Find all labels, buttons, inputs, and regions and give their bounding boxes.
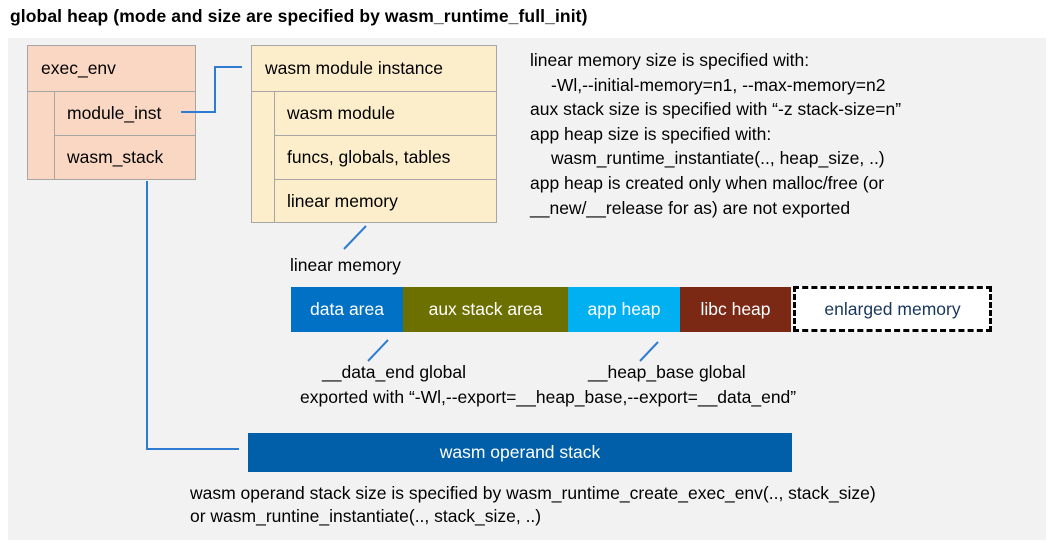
page-title: global heap (mode and size are specified…	[10, 6, 588, 26]
memory-size-notes: linear memory size is specified with: -W…	[530, 48, 1040, 220]
notes-line: or wasm_runtine_instantiate(.., stack_si…	[190, 505, 542, 526]
linear-memory-label: linear memory	[290, 255, 401, 275]
exec-env-rows: module_inst wasm_stack	[54, 92, 195, 179]
exec-env-box: exec_env module_inst wasm_stack	[27, 45, 196, 180]
data-end-global-label: __data_end global	[322, 362, 467, 382]
wasm-operand-stack-bar: wasm operand stack	[248, 433, 792, 472]
notes-line: __new/__release for as) are not exported	[530, 197, 851, 218]
notes-line: wasm operand stack size is specified by …	[190, 483, 876, 503]
notes-line: linear memory size is specified with:	[530, 50, 810, 70]
notes-line: -Wl,--initial-memory=n1, --max-memory=n2	[551, 74, 886, 95]
operand-stack-notes: wasm operand stack size is specified by …	[190, 482, 876, 527]
mem-segment-libc-heap: libc heap	[680, 287, 791, 332]
module-instance-row-wasm-module: wasm module	[275, 92, 496, 136]
exec-env-header: exec_env	[28, 46, 195, 92]
module-instance-box: wasm module instance wasm module funcs, …	[251, 45, 497, 223]
mem-segment-aux-stack-area: aux stack area	[403, 287, 568, 332]
exec-env-row-wasm-stack: wasm_stack	[67, 147, 164, 168]
mem-segment-app-heap: app heap	[568, 287, 680, 332]
module-instance-row-funcs-globals-tables: funcs, globals, tables	[275, 136, 496, 180]
heap-base-global-label: __heap_base global	[588, 362, 746, 382]
notes-line: app heap size is specified with:	[530, 123, 772, 144]
notes-line: aux stack size is specified with “-z sta…	[530, 99, 902, 120]
module-instance-row-linear-memory: linear memory	[287, 191, 398, 211]
notes-line: wasm_runtime_instantiate(.., heap_size, …	[551, 148, 885, 169]
mem-segment-enlarged-memory: enlarged memory	[793, 286, 992, 332]
exec-env-row-module-inst: module_inst	[55, 92, 195, 137]
module-instance-rows: wasm module funcs, globals, tables linea…	[274, 92, 496, 222]
mem-segment-data-area: data area	[291, 287, 403, 332]
module-instance-header: wasm module instance	[252, 46, 496, 92]
notes-line: app heap is created only when malloc/fre…	[530, 172, 885, 193]
export-flags-label: exported with “-Wl,--export=__heap_base,…	[300, 387, 797, 407]
